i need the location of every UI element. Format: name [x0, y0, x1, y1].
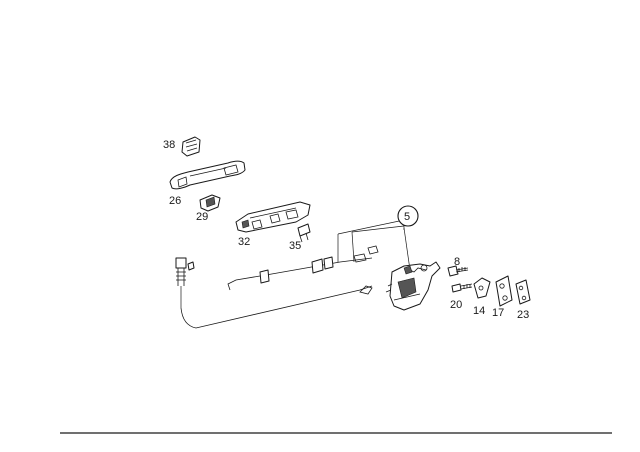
callout-14: 14	[473, 305, 485, 317]
part-5-door-lock	[385, 261, 441, 311]
part-20-bolt	[451, 283, 473, 293]
lock-knob-rod	[175, 257, 195, 308]
part-35-clip	[297, 223, 311, 243]
callout-17: 17	[492, 307, 504, 319]
part-32-handle-carrier	[235, 201, 311, 233]
callout-5-circle	[397, 205, 419, 227]
part-8-screw	[447, 265, 469, 277]
part-14-striker	[473, 277, 491, 299]
part-29-bracket	[199, 194, 221, 212]
part-38-handle-cap	[181, 136, 201, 157]
part-17-plate	[495, 275, 513, 307]
upper-cable	[227, 245, 379, 291]
callout-8: 8	[454, 256, 460, 268]
callout-26: 26	[169, 195, 181, 207]
callout-29: 29	[196, 211, 208, 223]
callout-20: 20	[450, 299, 462, 311]
callout-5-bracket	[337, 219, 411, 271]
part-26-outer-handle	[169, 160, 246, 190]
callout-38: 38	[163, 139, 175, 151]
callout-23: 23	[517, 309, 529, 321]
callout-35: 35	[289, 240, 301, 252]
lower-cable	[180, 285, 373, 329]
lower-cable-end	[359, 285, 373, 295]
callout-5: 5	[404, 211, 410, 223]
callout-32: 32	[238, 236, 250, 248]
part-23-spacer	[515, 279, 531, 305]
